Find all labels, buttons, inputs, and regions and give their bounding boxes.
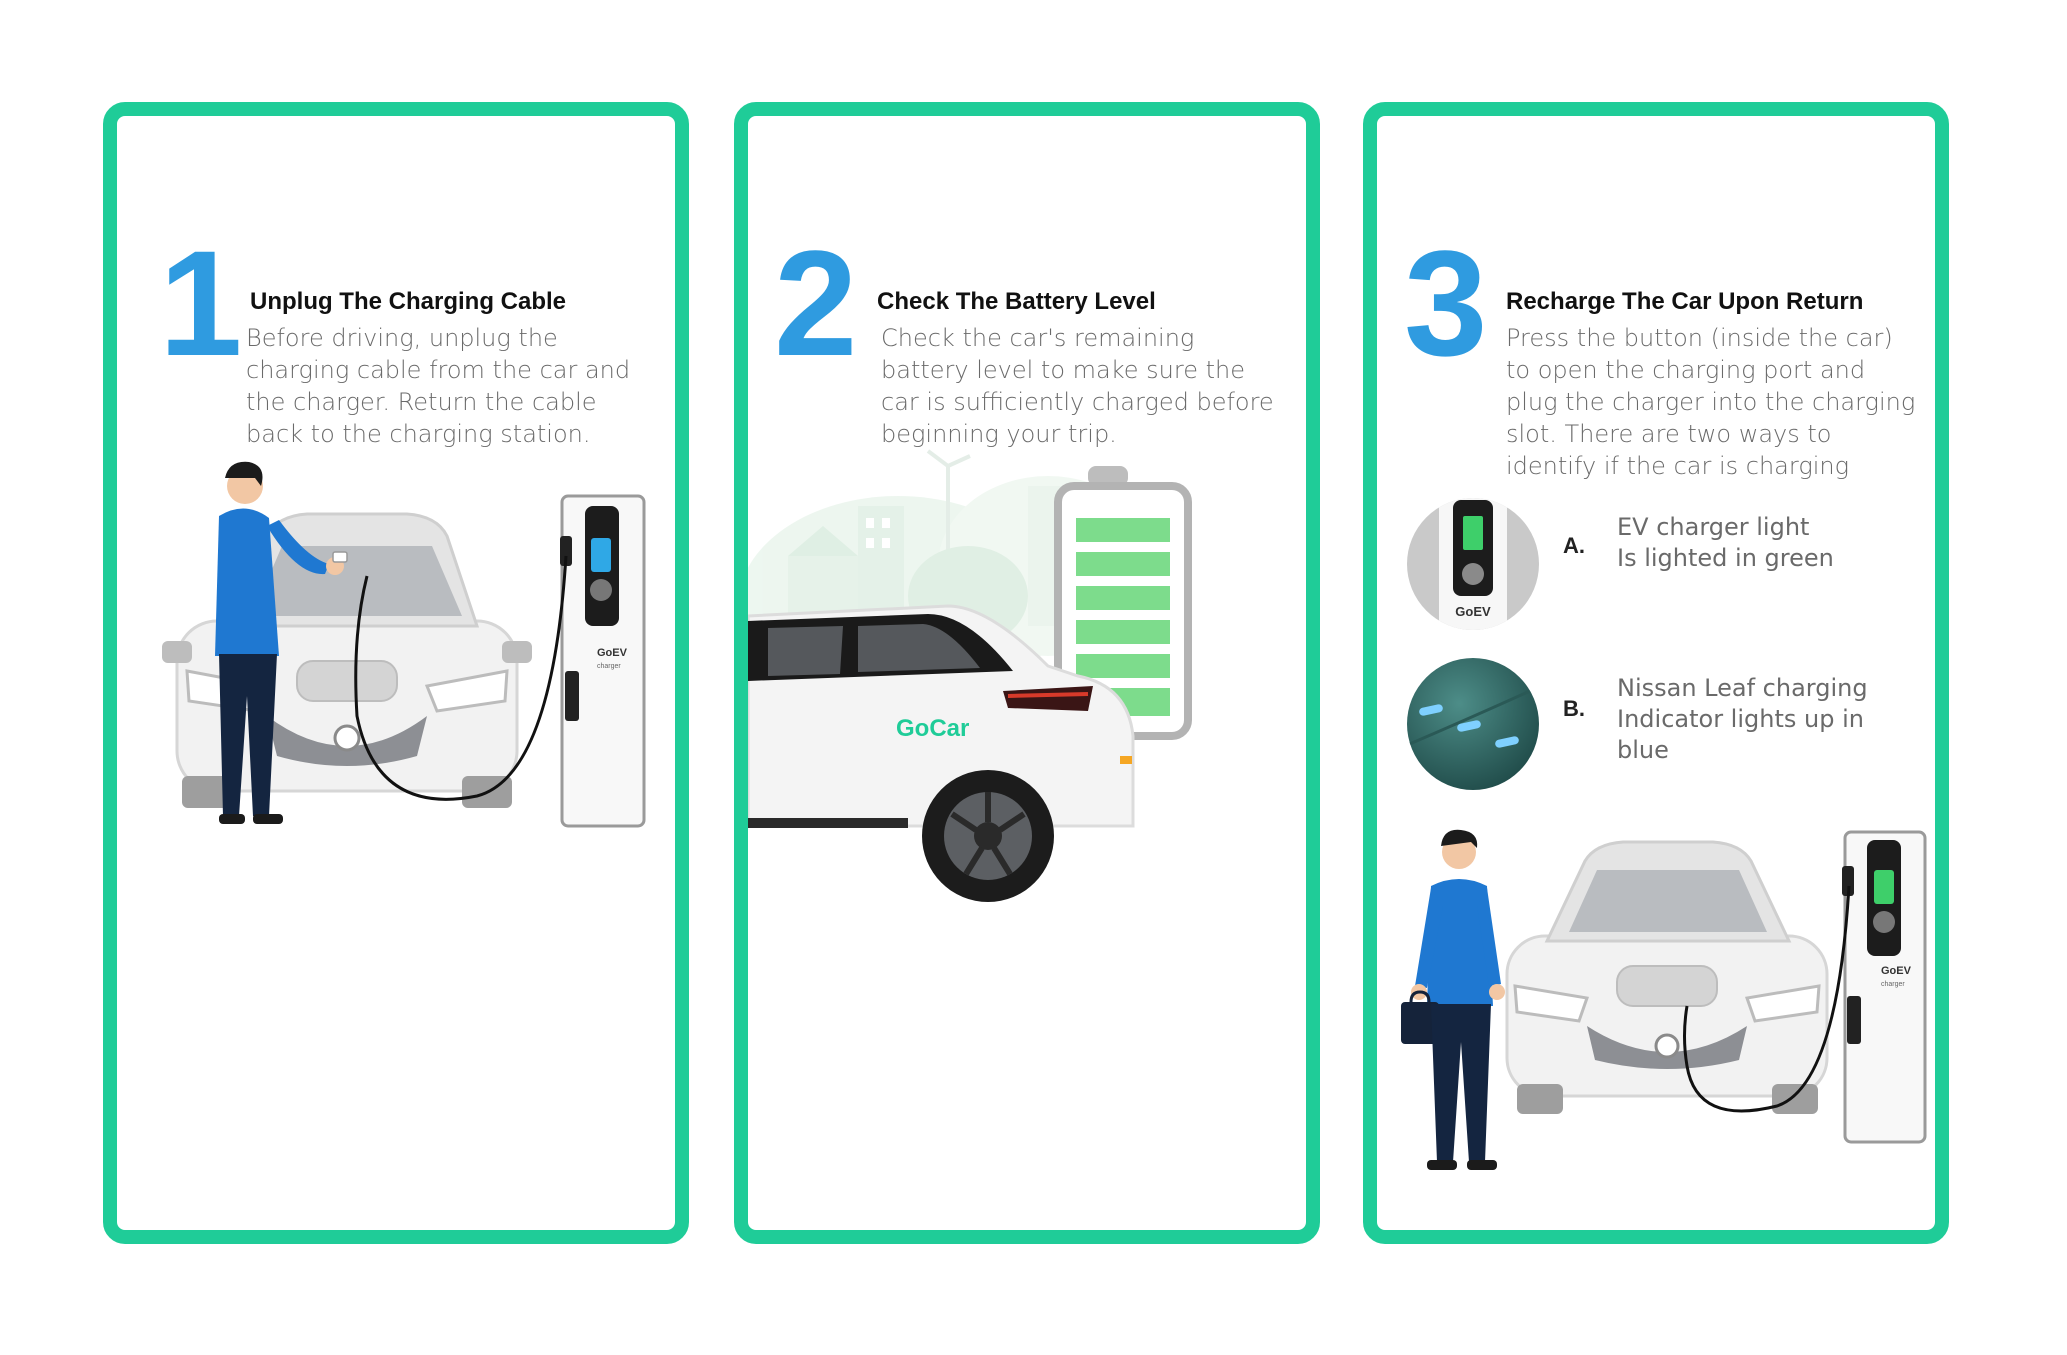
man-icon (215, 461, 348, 824)
charger-brand-text: GoEV (1455, 604, 1491, 619)
description-line: back to the charging station. (246, 420, 591, 448)
charger-sub-text: charger (597, 663, 621, 670)
description-line: beginning your trip. (881, 420, 1117, 448)
indicator-letter: A. (1563, 533, 1585, 558)
description-line: to open the charging port and (1506, 356, 1866, 384)
description-line: the charger. Return the cable (246, 388, 597, 416)
description-line: battery level to make sure the (881, 356, 1246, 384)
gocar-brand-text: GoCar (896, 715, 969, 742)
charger-brand-text: GoEV (1881, 965, 1912, 977)
unplug-illustration: GoEV charger (162, 461, 646, 828)
description-line: car is sufficiently charged before (881, 388, 1274, 416)
description-line: charging cable from the car and (246, 356, 631, 384)
charger-brand-text: GoEV (597, 647, 628, 659)
battery-illustration: GoCar (748, 449, 1192, 902)
indicator-line: Indicator lights up in (1617, 705, 1864, 733)
step-number: 1 (159, 219, 243, 387)
description-line: plug the charger into the charging (1506, 388, 1916, 416)
step-number: 2 (774, 219, 858, 387)
description-line: Press the button (inside the car) (1506, 324, 1893, 352)
description-line: identify if the car is charging (1506, 452, 1850, 480)
indicator-line: Nissan Leaf charging (1617, 674, 1868, 702)
indicator-text: EV charger light Is lighted in green (1617, 512, 1834, 574)
step-title: Unplug The Charging Cable (250, 288, 566, 315)
indicator-letter: B. (1563, 696, 1585, 721)
step-description: Before driving, unplug the charging cabl… (246, 322, 630, 450)
step-description: Check the car's remaining battery level … (881, 322, 1274, 450)
indicator-line: blue (1617, 736, 1669, 764)
car-front-icon (1505, 840, 1829, 1114)
step-number: 3 (1404, 219, 1488, 387)
battery-icon (1054, 466, 1192, 740)
charger-station-icon: GoEV charger (1842, 830, 1927, 1144)
man-icon (1401, 829, 1505, 1170)
charger-sub-text: charger (1881, 981, 1905, 988)
charger-station-icon: GoEV charger (560, 494, 646, 828)
description-line: Check the car's remaining (881, 324, 1195, 352)
charging-cable-icon (1683, 885, 1851, 1113)
step-title: Check The Battery Level (877, 288, 1156, 315)
indicator-text: Nissan Leaf charging Indicator lights up… (1617, 673, 1868, 766)
description-line: slot. There are two ways to (1506, 420, 1832, 448)
step-card-1: 1 Unplug The Charging Cable Before drivi… (103, 102, 689, 1244)
step-description: Press the button (inside the car) to ope… (1506, 322, 1915, 482)
step-title: Recharge The Car Upon Return (1506, 288, 1864, 315)
step-card-3: 3 Recharge The Car Upon Return Press the… (1363, 102, 1949, 1244)
step-card-2: 2 Check The Battery Level Check the car'… (734, 102, 1320, 1244)
charger-light-thumbnail-icon: GoEV (1407, 498, 1539, 630)
indicator-line: EV charger light (1617, 513, 1810, 541)
gocar-car-icon: GoCar (748, 604, 1135, 902)
car-indicator-thumbnail-icon (1407, 658, 1539, 790)
charging-cable-icon (354, 555, 568, 801)
indicator-line: Is lighted in green (1617, 544, 1834, 572)
description-line: Before driving, unplug the (246, 324, 558, 352)
recharge-illustration: GoEV charger (1401, 829, 1927, 1170)
